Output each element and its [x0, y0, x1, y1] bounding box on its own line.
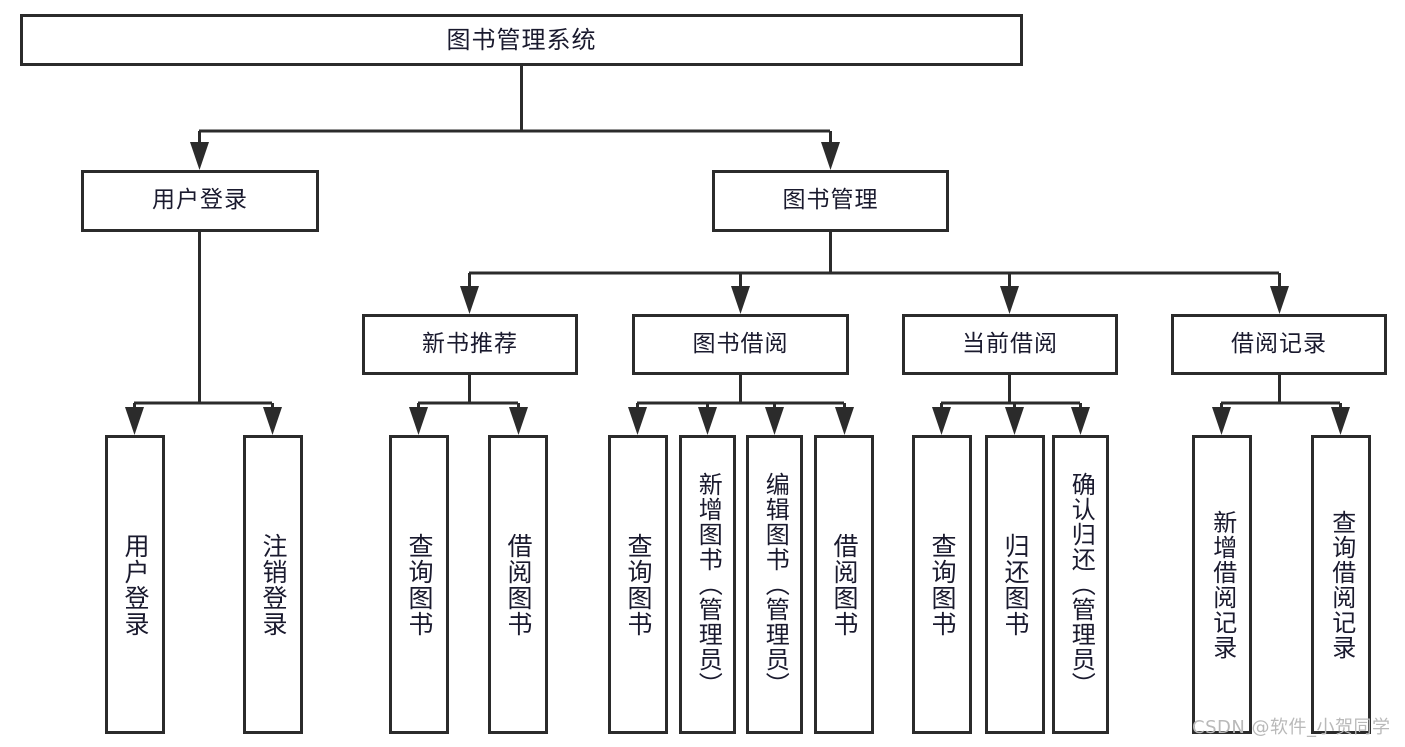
- arrowhead-loan-record: [1270, 286, 1289, 314]
- leaf-user-logout[interactable]: 注销登录: [243, 435, 303, 734]
- node-book-management[interactable]: 图书管理: [712, 170, 949, 232]
- arrowhead-leaf-rec-add: [1212, 407, 1231, 435]
- arrowhead-leaf-user-login: [125, 407, 144, 435]
- leaf-record-add-borrowing-record[interactable]: 新增借阅记录: [1192, 435, 1252, 734]
- node-book-borrowing[interactable]: 图书借阅: [632, 314, 849, 375]
- node-user-login[interactable]: 用户登录: [81, 170, 319, 232]
- arrowhead-leaf-cur-query: [932, 407, 951, 435]
- arrowhead-leaf-cur-confirm: [1071, 407, 1090, 435]
- leaf-current-query-book[interactable]: 查询图书: [912, 435, 972, 734]
- node-root-book-management-system[interactable]: 图书管理系统: [20, 14, 1023, 66]
- arrowhead-user-login: [190, 142, 209, 170]
- arrowhead-leaf-borrow-lend: [835, 407, 854, 435]
- node-borrowing-record[interactable]: 借阅记录: [1171, 314, 1387, 375]
- arrowhead-leaf-borrow-edit: [765, 407, 784, 435]
- leaf-borrowing-lend-book[interactable]: 借阅图书: [814, 435, 874, 734]
- arrowhead-leaf-rec-search: [1331, 407, 1350, 435]
- leaf-current-return-book[interactable]: 归还图书: [985, 435, 1045, 734]
- arrowhead-leaf-cur-return: [1005, 407, 1024, 435]
- arrowhead-leaf-rec-borrow: [509, 407, 528, 435]
- leaf-current-confirm-return-admin[interactable]: 确认归还（管理员）: [1052, 435, 1109, 734]
- arrowhead-leaf-user-logout: [263, 407, 282, 435]
- leaf-borrowing-query-book[interactable]: 查询图书: [608, 435, 668, 734]
- leaf-borrowing-edit-book-admin[interactable]: 编辑图书（管理员）: [746, 435, 803, 734]
- arrowhead-new-book-rec: [460, 286, 479, 314]
- leaf-record-query-borrowing-record[interactable]: 查询借阅记录: [1311, 435, 1371, 734]
- arrowhead-leaf-rec-query: [409, 407, 428, 435]
- arrowhead-leaf-borrow-query: [628, 407, 647, 435]
- arrowhead-current-loan: [1000, 286, 1019, 314]
- arrowhead-leaf-borrow-add: [698, 407, 717, 435]
- node-new-book-recommendation[interactable]: 新书推荐: [362, 314, 578, 375]
- leaf-borrowing-add-book-admin[interactable]: 新增图书（管理员）: [679, 435, 736, 734]
- leaf-recommendation-borrow-book[interactable]: 借阅图书: [488, 435, 548, 734]
- leaf-user-login[interactable]: 用户登录: [105, 435, 165, 734]
- arrowhead-book-borrow: [731, 286, 750, 314]
- leaf-recommendation-query-book[interactable]: 查询图书: [389, 435, 449, 734]
- arrowhead-book-manage: [821, 142, 840, 170]
- node-current-borrowing[interactable]: 当前借阅: [902, 314, 1118, 375]
